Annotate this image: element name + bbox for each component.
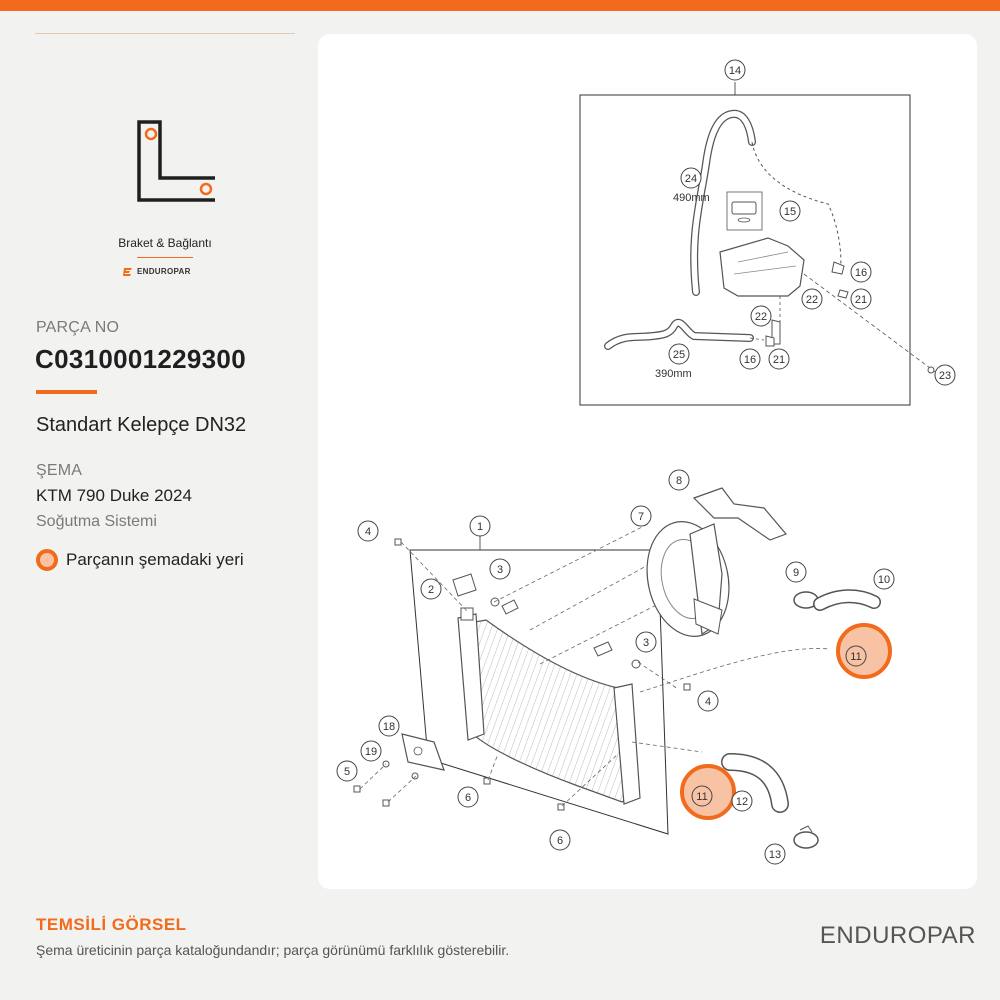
schema-system: Soğutma Sistemi (36, 513, 157, 530)
callout-bubble-6 (549, 829, 571, 851)
callout-label-16: 16 (744, 354, 756, 366)
highlight-marker-lower (680, 764, 736, 820)
callout-label-13: 13 (769, 849, 781, 861)
callout-label-14: 14 (729, 65, 741, 77)
callout-label-23: 23 (939, 370, 951, 382)
diagram-card: 490mm 390mm (318, 34, 977, 889)
callout-label-18: 18 (383, 721, 395, 733)
callout-label-24: 24 (685, 173, 697, 185)
top-accent-bar (0, 0, 1000, 11)
callout-bubble-13 (764, 843, 786, 865)
callout-bubble-7 (630, 505, 652, 527)
callout-bubble-23 (934, 364, 956, 386)
callout-bubble-3 (635, 631, 657, 653)
callout-bubble-22 (801, 288, 823, 310)
callout-label-11: 11 (850, 651, 861, 663)
dimension-390: 390mm (655, 368, 692, 380)
callout-bubble-16 (739, 348, 761, 370)
representative-title: TEMSİLİ GÖRSEL (36, 915, 187, 934)
legend: Parçanın şemadaki yeri (36, 549, 244, 571)
callout-bubble-4 (697, 690, 719, 712)
parts-diagram: 490mm 390mm (336, 59, 956, 865)
callout-bubble-5 (336, 760, 358, 782)
schema-label: ŞEMA (36, 462, 83, 479)
callout-bubble-14 (724, 59, 746, 81)
callout-label-25: 25 (673, 349, 685, 361)
callout-label-21: 21 (773, 354, 785, 366)
callout-bubble-24 (680, 167, 702, 189)
callout-label-6: 6 (557, 835, 563, 847)
callout-label-7: 7 (638, 511, 644, 523)
callout-label-12: 12 (736, 796, 748, 808)
callout-label-15: 15 (784, 206, 796, 218)
callout-bubble-19 (360, 740, 382, 762)
part-number: C0310001229300 (35, 344, 246, 374)
callout-label-9: 9 (793, 567, 799, 579)
brand-logo-small: ENDUROPAR (123, 267, 207, 276)
callout-label-3: 3 (497, 564, 503, 576)
callout-bubble-2 (420, 578, 442, 600)
callout-bubble-8 (668, 469, 690, 491)
callout-bubble-16 (850, 261, 872, 283)
callout-label-5: 5 (344, 766, 350, 778)
callout-label-6: 6 (465, 792, 471, 804)
part-no-label: PARÇA NO (36, 319, 120, 336)
sidebar-divider (35, 33, 295, 34)
highlight-marker-upper (836, 623, 892, 679)
callout-bubble-15 (779, 200, 801, 222)
callout-bubble-18 (378, 715, 400, 737)
category-underline (137, 257, 193, 258)
callout-bubble-21 (850, 288, 872, 310)
legend-text: Parçanın şemadaki yeri (66, 550, 244, 569)
callout-bubble-3 (489, 558, 511, 580)
representative-note: Şema üreticinin parça kataloğundandır; p… (36, 942, 510, 958)
callout-bubble-10 (873, 568, 895, 590)
callout-label-3: 3 (643, 637, 649, 649)
schema-model: KTM 790 Duke 2024 (36, 486, 192, 505)
callout-label-4: 4 (705, 696, 711, 708)
dimension-490: 490mm (673, 192, 710, 204)
callout-bubble-22 (750, 305, 772, 327)
callout-bubble-4 (357, 520, 379, 542)
callout-label-11: 11 (696, 791, 707, 803)
callout-label-8: 8 (676, 475, 682, 487)
callout-label-21: 21 (855, 294, 867, 306)
callout-bubble-25 (668, 343, 690, 365)
callout-bubble-12 (731, 790, 753, 812)
callout-bubble-11 (845, 645, 867, 667)
callout-bubble-11 (691, 785, 713, 807)
part-name: Standart Kelepçe DN32 (36, 414, 247, 436)
category-label: Braket & Bağlantı (118, 236, 212, 250)
callout-label-4: 4 (365, 526, 371, 538)
bracket-icon (137, 120, 223, 202)
footer-brand: ENDUROPAR (819, 922, 976, 949)
legend-marker-icon (36, 549, 58, 571)
callout-label-2: 2 (428, 584, 434, 596)
callout-label-1: 1 (477, 521, 483, 533)
brand-small-text: ENDUROPAR (137, 267, 191, 276)
callout-bubble-9 (785, 561, 807, 583)
part-no-underline (36, 390, 97, 394)
callout-bubble-6 (457, 786, 479, 808)
callout-label-22: 22 (755, 311, 767, 323)
tank-group-box (579, 94, 911, 406)
brand-logo-icon (123, 268, 132, 276)
callout-label-16: 16 (855, 267, 867, 279)
callout-bubble-1 (469, 515, 491, 537)
category-logo (35, 100, 295, 215)
callout-label-19: 19 (365, 746, 377, 758)
callout-label-22: 22 (806, 294, 818, 306)
callout-bubble-21 (768, 348, 790, 370)
callout-label-10: 10 (878, 574, 890, 586)
